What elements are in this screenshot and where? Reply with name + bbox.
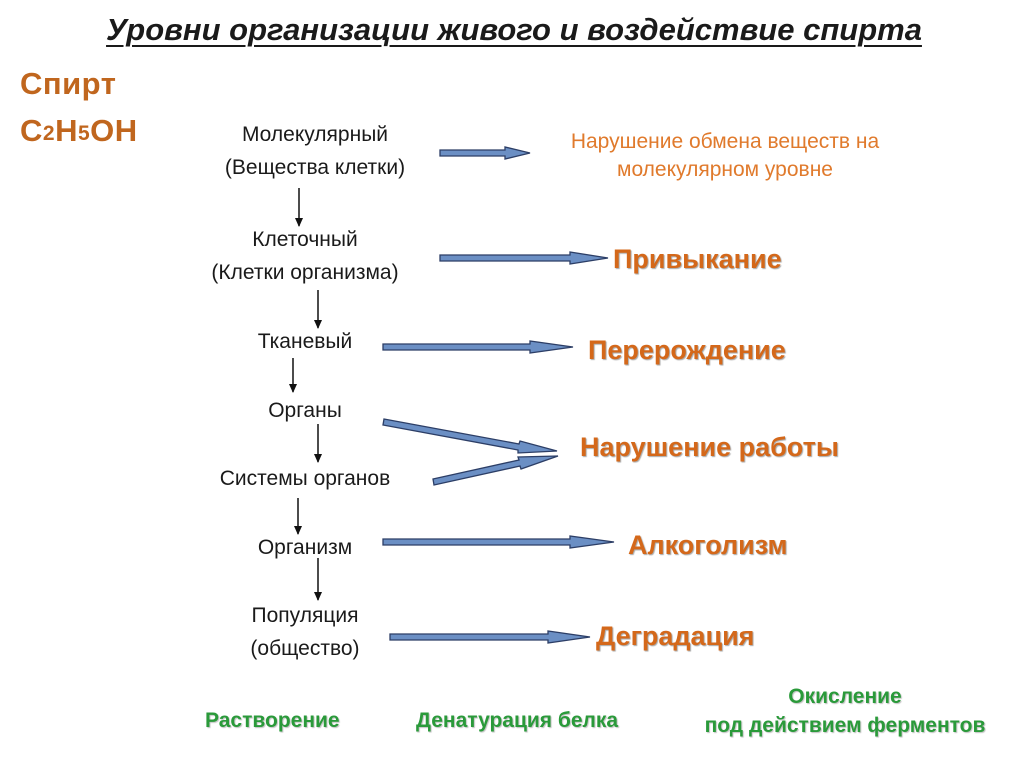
substance-formula: C2H5OH bbox=[20, 113, 138, 148]
level-cellular: Клеточный (Клетки организма) bbox=[180, 223, 430, 289]
process-oxidation-line1: Окисление bbox=[788, 685, 902, 708]
level-population: Популяция (общество) bbox=[180, 599, 430, 665]
effect-molecular-line1: Нарушение обмена веществ на bbox=[570, 130, 880, 153]
process-dissolution: Растворение bbox=[205, 709, 340, 732]
level-organ-systems: Системы органов bbox=[219, 467, 391, 490]
effect-molecular: Нарушение обмена веществ на молекулярном… bbox=[520, 128, 930, 184]
arrow-tissue-to-effect bbox=[382, 340, 574, 354]
level-tissue: Тканевый bbox=[257, 330, 353, 353]
process-denaturation: Денатурация белка bbox=[416, 709, 619, 732]
effect-organs: Нарушение работы bbox=[580, 432, 839, 462]
arrow-cellular-to-effect bbox=[439, 251, 609, 265]
level-molecular-desc: (Вещества клетки) bbox=[224, 156, 406, 179]
level-population-name: Популяция bbox=[251, 604, 359, 627]
level-population-desc: (общество) bbox=[250, 637, 360, 660]
arrow-organ-systems-to-effect bbox=[432, 455, 559, 486]
level-molecular-name: Молекулярный bbox=[241, 123, 389, 146]
level-cellular-desc: (Клетки организма) bbox=[211, 261, 399, 284]
level-molecular: Молекулярный (Вещества клетки) bbox=[190, 118, 440, 184]
effect-molecular-line2: молекулярном уровне bbox=[617, 158, 833, 181]
level-cellular-name: Клеточный bbox=[252, 228, 358, 251]
level-organism: Организм bbox=[257, 536, 353, 559]
effect-organism: Алкоголизм bbox=[628, 530, 788, 560]
page-title: Уровни организации живого и воздействие … bbox=[106, 12, 922, 47]
process-oxidation: Окисление под действием ферментов bbox=[665, 682, 1024, 740]
arrow-population-to-effect bbox=[389, 630, 591, 644]
effect-population: Деградация bbox=[596, 621, 755, 651]
effect-tissue: Перерождение bbox=[588, 335, 786, 365]
arrow-organism-to-effect bbox=[382, 535, 615, 549]
arrow-molecular-to-effect bbox=[439, 146, 531, 160]
process-oxidation-line2: под действием ферментов bbox=[704, 714, 986, 737]
substance-name: Спирт bbox=[20, 66, 117, 101]
arrow-organs-to-effect bbox=[382, 418, 558, 454]
level-organs: Органы bbox=[268, 399, 342, 422]
effect-cellular: Привыкание bbox=[613, 244, 782, 274]
